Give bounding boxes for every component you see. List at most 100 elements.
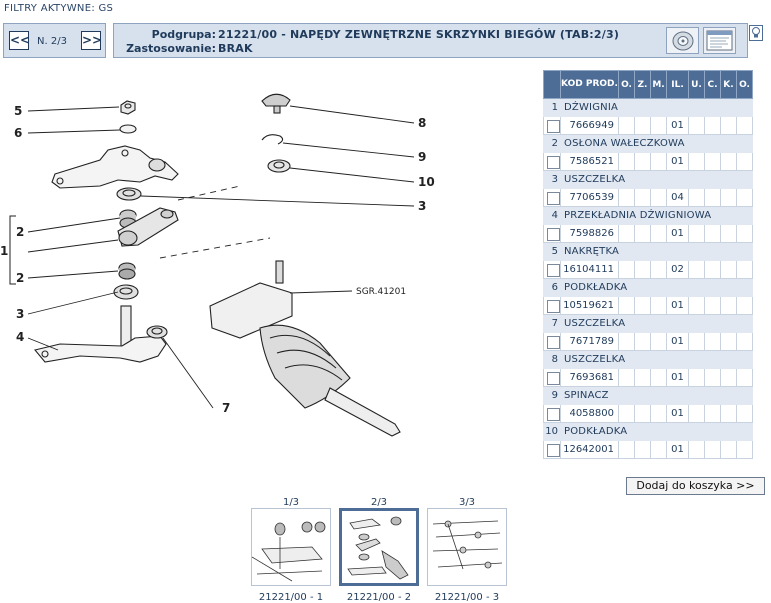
document-icon[interactable] (703, 27, 736, 54)
thumbnail-page-label: 1/3 (282, 497, 300, 508)
part-code: 12642001 (560, 440, 619, 459)
part-row-select[interactable] (543, 296, 561, 315)
col-m: M. (650, 70, 667, 99)
clip-part-9 (261, 134, 284, 145)
part-checkbox[interactable] (547, 264, 560, 277)
callout-3-upper: 3 (418, 199, 426, 213)
col-z: Z. (634, 70, 651, 99)
exploded-parts-drawing: 5 6 2 1 2 3 4 8 9 10 3 7 SGR.41201 (0, 93, 435, 437)
part-row-select[interactable] (543, 152, 561, 171)
part-code: 7706539 (560, 188, 619, 207)
part-number: 8 (543, 350, 561, 369)
part-row-select[interactable] (543, 368, 561, 387)
callout-6: 6 (14, 126, 22, 140)
part-checkbox[interactable] (547, 444, 560, 457)
part-row-select[interactable] (543, 188, 561, 207)
base-plate-part-4 (34, 335, 167, 363)
part-number: 7 (543, 314, 561, 333)
part-name: PODKŁADKA (560, 422, 753, 441)
part-quantity: 01 (666, 116, 689, 135)
part-checkbox[interactable] (547, 300, 560, 313)
next-page-button[interactable]: >> (81, 31, 102, 50)
col-o: O. (618, 70, 635, 99)
part-quantity: 01 (666, 368, 689, 387)
thumbnail-caption: 21221/00 - 1 (258, 592, 324, 603)
part-row-select[interactable] (543, 116, 561, 135)
part-name: DŹWIGNIA (560, 98, 753, 117)
part-name: PRZEKŁADNIA DŹWIGNIOWA (560, 206, 753, 225)
part-code: 7586521 (560, 152, 619, 171)
thumbnail-page-2-selected[interactable]: 2/3 21221/00 - 2 (338, 497, 420, 603)
drawing-reference-code: SGR.41201 (356, 287, 406, 297)
part-quantity: 01 (666, 296, 689, 315)
part-checkbox[interactable] (547, 120, 560, 133)
part-code: 16104111 (560, 260, 619, 279)
part-code: 7693681 (560, 368, 619, 387)
add-to-cart-button[interactable]: Dodaj do koszyka >> (626, 477, 765, 495)
thumbnail-page-3[interactable]: 3/3 21221/00 - 3 (426, 497, 508, 603)
callout-2-lower: 2 (16, 271, 24, 285)
part-checkbox[interactable] (547, 372, 560, 385)
help-lightbulb-icon[interactable] (749, 25, 763, 41)
part-number: 6 (543, 278, 561, 297)
gearbox-selector-assembly (209, 260, 401, 437)
thumbnail-page-1[interactable]: 1/3 21221/00 - 1 (250, 497, 332, 603)
washer-part-10 (267, 159, 291, 173)
part-row-select[interactable] (543, 404, 561, 423)
active-filters: FILTRY AKTYWNE: GS (4, 3, 114, 14)
zoom-drawing-icon[interactable] (666, 27, 699, 54)
previous-page-button[interactable]: << (9, 31, 30, 50)
part-number: 4 (543, 206, 561, 225)
thumbnail-page-label: 3/3 (458, 497, 476, 508)
part-name: PODKŁADKA (560, 278, 753, 297)
callout-10: 10 (418, 175, 435, 189)
thumbnail-caption: 21221/00 - 2 (346, 592, 412, 603)
part-quantity: 01 (666, 404, 689, 423)
part-checkbox[interactable] (547, 228, 560, 241)
usage-value: BRAK (218, 42, 253, 55)
thumbnail-caption: 21221/00 - 3 (434, 592, 500, 603)
subgroup-value: 21221/00 - NAPĘDY ZEWNĘTRZNE SKRZYNKI BI… (218, 28, 620, 41)
lever-bracket-part (51, 145, 179, 189)
part-quantity: 01 (666, 224, 689, 243)
callout-4: 4 (16, 330, 24, 344)
callout-8: 8 (418, 116, 426, 130)
seal-part-3-top (116, 187, 142, 201)
part-number: 9 (543, 386, 561, 405)
thumbnail-image[interactable] (339, 508, 419, 586)
col-code: KOD PROD. (560, 70, 619, 99)
col-k: K. (720, 70, 737, 99)
part-name: SPINACZ (560, 386, 753, 405)
part-name: USZCZELKA (560, 350, 753, 369)
part-row-select[interactable] (543, 440, 561, 459)
part-checkbox[interactable] (547, 408, 560, 421)
part-checkbox[interactable] (547, 156, 560, 169)
seal-part-7 (146, 325, 168, 339)
part-name: NAKRĘTKA (560, 242, 753, 261)
thumbnail-image[interactable] (251, 508, 331, 586)
subgroup-key: Podgrupa: (151, 28, 216, 41)
part-code: 7671789 (560, 332, 619, 351)
part-row-select[interactable] (543, 224, 561, 243)
pivot-shaft (120, 305, 132, 347)
part-name: USZCZELKA (560, 170, 753, 189)
callout-2-upper: 2 (16, 225, 24, 239)
col-u: U. (688, 70, 705, 99)
part-row-select[interactable] (543, 332, 561, 351)
col-index (543, 70, 561, 99)
subgroup-header: Podgrupa: 21221/00 - NAPĘDY ZEWNĘTRZNE S… (113, 23, 748, 58)
callout-5: 5 (14, 104, 22, 118)
part-row-select[interactable] (543, 260, 561, 279)
part-checkbox[interactable] (547, 336, 560, 349)
nut-part-5 (120, 100, 136, 115)
part-quantity: 01 (666, 332, 689, 351)
part-checkbox[interactable] (547, 192, 560, 205)
washer-part-6 (119, 124, 137, 134)
bushing-part-2-upper (119, 209, 137, 229)
callout-1: 1 (0, 244, 8, 258)
thumbnail-image[interactable] (427, 508, 507, 586)
part-number: 5 (543, 242, 561, 261)
part-code: 4058800 (560, 404, 619, 423)
part-code: 7666949 (560, 116, 619, 135)
